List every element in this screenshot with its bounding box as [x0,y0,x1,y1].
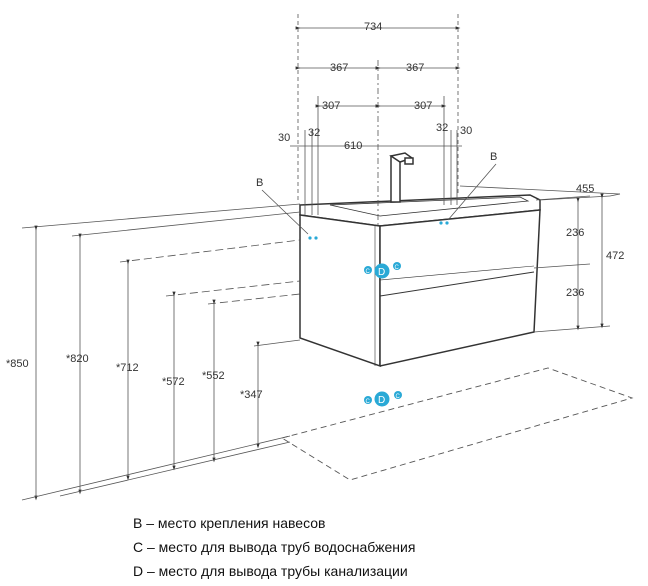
height-dimension-lines [21,203,301,501]
floor-outline [280,367,634,481]
dim-850: *850 [6,358,29,370]
marker-b-left: B [256,177,263,189]
dim-32-left: 32 [308,127,320,139]
dim-367-right: 367 [406,62,424,74]
legend-item-c: C – место для вывода труб водоснабжения [133,539,416,555]
dim-307-right: 307 [414,100,432,112]
faucet-icon [389,152,414,203]
dim-236-upper: 236 [566,227,584,239]
dim-30-right: 30 [460,125,472,137]
top-dimension-lines [290,14,462,225]
legend-item-d: D – место для вывода трубы канализации [133,563,408,579]
cabinet [299,194,541,368]
dim-307-left: 307 [322,100,340,112]
legend: B – место крепления навесов C – место дл… [133,511,633,583]
dim-472: 472 [606,250,624,262]
dim-734: 734 [364,21,382,33]
marker-c-floor: C [366,399,371,405]
dim-236-lower: 236 [566,287,584,299]
marker-d-floor: D [378,395,385,406]
marker-b-right: B [490,151,497,163]
wall-outlet-markers: C D C [364,262,401,279]
marker-c-wall-2: C [395,265,400,271]
right-dimension-lines [459,185,621,333]
b-mount-points [308,221,449,240]
dim-367-left: 367 [330,62,348,74]
marker-c-floor-2: C [396,394,401,400]
marker-c-wall: C [366,269,371,275]
dim-347: *347 [240,389,263,401]
dim-712: *712 [116,362,139,374]
floor-outlet-markers: C D C [364,391,402,407]
dim-32-right: 32 [436,122,448,134]
dim-552: *552 [202,370,225,382]
dim-455: 455 [576,183,594,195]
dim-820: *820 [66,353,89,365]
marker-d-wall: D [378,267,385,278]
legend-item-b: B – место крепления навесов [133,515,326,531]
dim-572: *572 [162,376,185,388]
dim-610: 610 [344,140,362,152]
dim-30-left: 30 [278,132,290,144]
